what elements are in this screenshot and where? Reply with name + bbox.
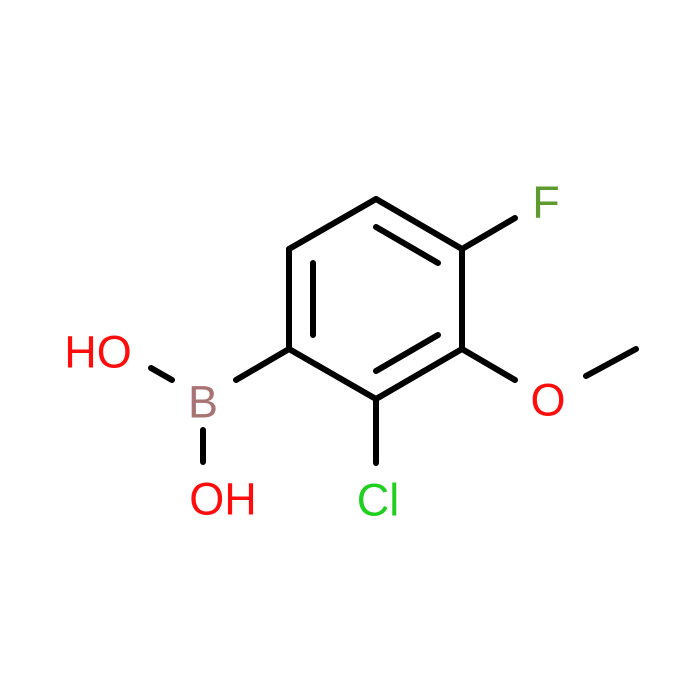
bond-methoxy-oxygen-to-methyl bbox=[583, 346, 639, 379]
ring-bond-c3-c4 bbox=[373, 346, 465, 402]
atom-label-methoxy-oxygen: O bbox=[530, 375, 565, 426]
bond-boron-to-hydroxyl-top bbox=[148, 365, 175, 383]
ring-bond-c5-c6 bbox=[373, 196, 465, 252]
ring-bond-c2-c3 bbox=[286, 346, 379, 402]
atom-label-hydroxyl-top: HO bbox=[64, 327, 132, 378]
ring-bond-c6-c1 bbox=[286, 196, 379, 252]
atom-label-chlorine: Cl bbox=[357, 475, 400, 526]
ring-bond-c3-c4-inner bbox=[373, 332, 441, 374]
bond-ring-to-methoxy-oxygen bbox=[459, 346, 518, 383]
atom-label-hydroxyl-bottom: OH bbox=[189, 474, 257, 525]
bond-ring-to-boron bbox=[233, 346, 292, 383]
bond-ring-to-fluorine bbox=[459, 215, 518, 252]
ring-bond-c5-c6-inner bbox=[373, 224, 441, 266]
atom-label-fluorine: F bbox=[532, 177, 560, 228]
atom-label-boron: B bbox=[188, 377, 218, 428]
